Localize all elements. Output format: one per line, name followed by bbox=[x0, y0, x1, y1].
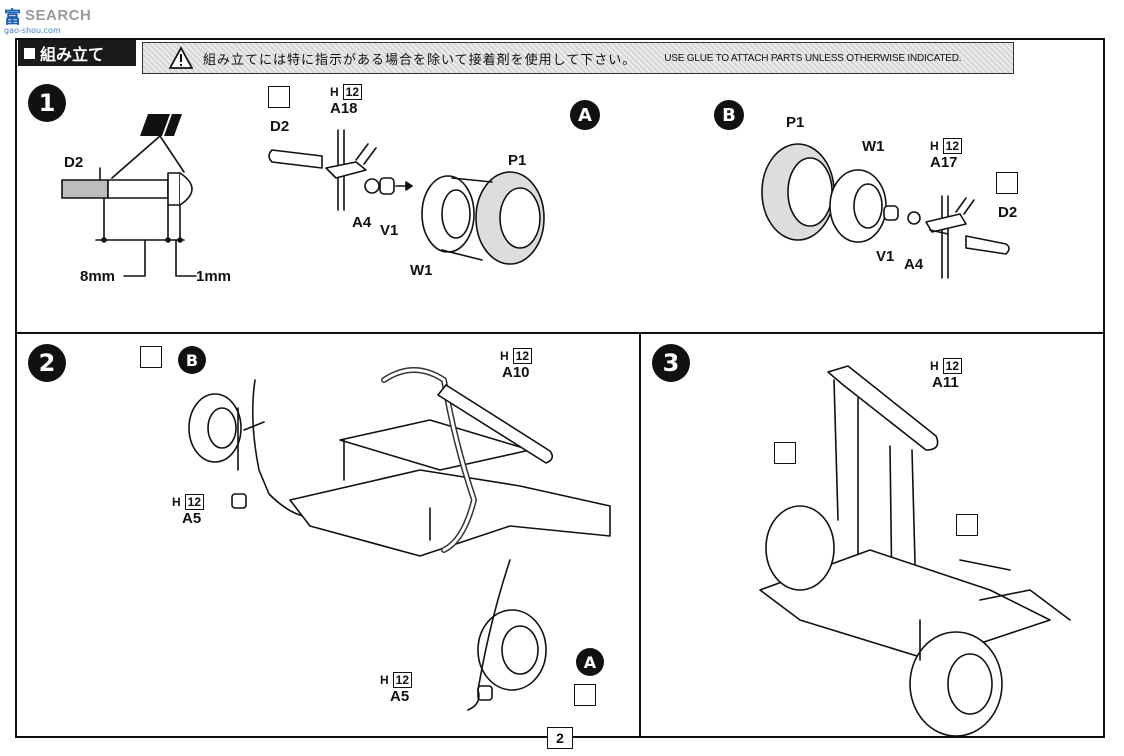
part-v1-b: V1 bbox=[876, 248, 895, 265]
part-d2-b: D2 bbox=[998, 204, 1018, 221]
marker-b: B bbox=[714, 100, 744, 130]
dimension-8mm: 8mm bbox=[80, 268, 116, 285]
square-bullet-icon bbox=[24, 47, 35, 59]
sprue-h-num: 12 bbox=[392, 672, 413, 688]
assembly-a-drawing bbox=[268, 129, 545, 265]
marker-a: A bbox=[570, 100, 600, 130]
cement-icon bbox=[268, 86, 290, 108]
dimension-1mm: 1mm bbox=[196, 268, 232, 285]
step-3-badge: 3 bbox=[652, 344, 690, 382]
cement-icon bbox=[140, 346, 162, 368]
step2-marker-a: A bbox=[576, 648, 604, 676]
part-p1-a: P1 bbox=[508, 152, 527, 169]
step3-chassis-drawing bbox=[759, 365, 1071, 737]
watermark-sub: gao-shou.com bbox=[4, 26, 61, 35]
sprue-h12-a5-bottom: H 12 bbox=[380, 672, 413, 688]
sprue-h-label: H bbox=[930, 359, 939, 373]
cement-icon bbox=[996, 172, 1018, 194]
section-label: 組み立て bbox=[18, 40, 136, 66]
sprue-h-num: 12 bbox=[342, 84, 363, 100]
part-a10: A10 bbox=[502, 364, 530, 381]
cement-icon bbox=[956, 514, 978, 536]
part-p1-b: P1 bbox=[786, 114, 805, 131]
watermark-logo: 富 SEARCH bbox=[4, 2, 91, 28]
sprue-h12-a10: H 12 bbox=[500, 348, 533, 364]
sprue-h12-a11: H 12 bbox=[930, 358, 963, 374]
part-a11: A11 bbox=[932, 374, 959, 391]
vertical-divider bbox=[639, 332, 641, 738]
sprue-h-num: 12 bbox=[942, 138, 963, 154]
step2-marker-b: B bbox=[178, 346, 206, 374]
part-a5-top: A5 bbox=[182, 510, 202, 527]
part-a5-bottom: A5 bbox=[390, 688, 410, 705]
sprue-h-label: H bbox=[500, 349, 509, 363]
sprue-h-label: H bbox=[172, 495, 181, 509]
part-a17: A17 bbox=[930, 154, 958, 171]
step1-d2-label: D2 bbox=[64, 154, 84, 171]
cement-icon-step1 bbox=[140, 114, 182, 136]
sprue-h-num: 12 bbox=[942, 358, 963, 374]
part-v1-a: V1 bbox=[380, 222, 399, 239]
sprue-h12-a5-top: H 12 bbox=[172, 494, 205, 510]
glue-warning-banner: 組み立てには特に指示がある場合を除いて接着剤を使用して下さい。 USE GLUE… bbox=[142, 42, 1014, 74]
cement-icon bbox=[774, 442, 796, 464]
part-w1-a: W1 bbox=[410, 262, 433, 279]
sprue-h-num: 12 bbox=[512, 348, 533, 364]
cement-icon bbox=[574, 684, 596, 706]
part-a18: A18 bbox=[330, 100, 358, 117]
d2-pin-diagram bbox=[61, 135, 197, 277]
part-w1-b: W1 bbox=[862, 138, 885, 155]
part-a4-b: A4 bbox=[904, 256, 924, 273]
step-2-badge: 2 bbox=[28, 344, 66, 382]
page-number: 2 bbox=[547, 727, 573, 749]
sprue-h12-a18: H 12 bbox=[330, 84, 363, 100]
section-label-text: 組み立て bbox=[40, 45, 105, 64]
warning-text-jp: 組み立てには特に指示がある場合を除いて接着剤を使用して下さい。 bbox=[203, 52, 637, 68]
sprue-h-num: 12 bbox=[184, 494, 205, 510]
sprue-h-label: H bbox=[330, 85, 339, 99]
step-1-badge: 1 bbox=[28, 84, 66, 122]
watermark-cn: 富 bbox=[4, 7, 21, 28]
step2-chassis-drawing bbox=[188, 367, 611, 711]
sprue-h-label: H bbox=[930, 139, 939, 153]
sprue-h-label: H bbox=[380, 673, 389, 687]
horizontal-divider bbox=[15, 332, 1105, 334]
watermark-en: SEARCH bbox=[25, 6, 92, 24]
part-a4-a: A4 bbox=[352, 214, 372, 231]
warning-triangle-icon bbox=[169, 46, 193, 69]
warning-text-en: USE GLUE TO ATTACH PARTS UNLESS OTHERWIS… bbox=[664, 52, 962, 64]
part-d2-a: D2 bbox=[270, 118, 290, 135]
sprue-h12-a17: H 12 bbox=[930, 138, 963, 154]
assembly-b-drawing bbox=[761, 143, 1010, 279]
